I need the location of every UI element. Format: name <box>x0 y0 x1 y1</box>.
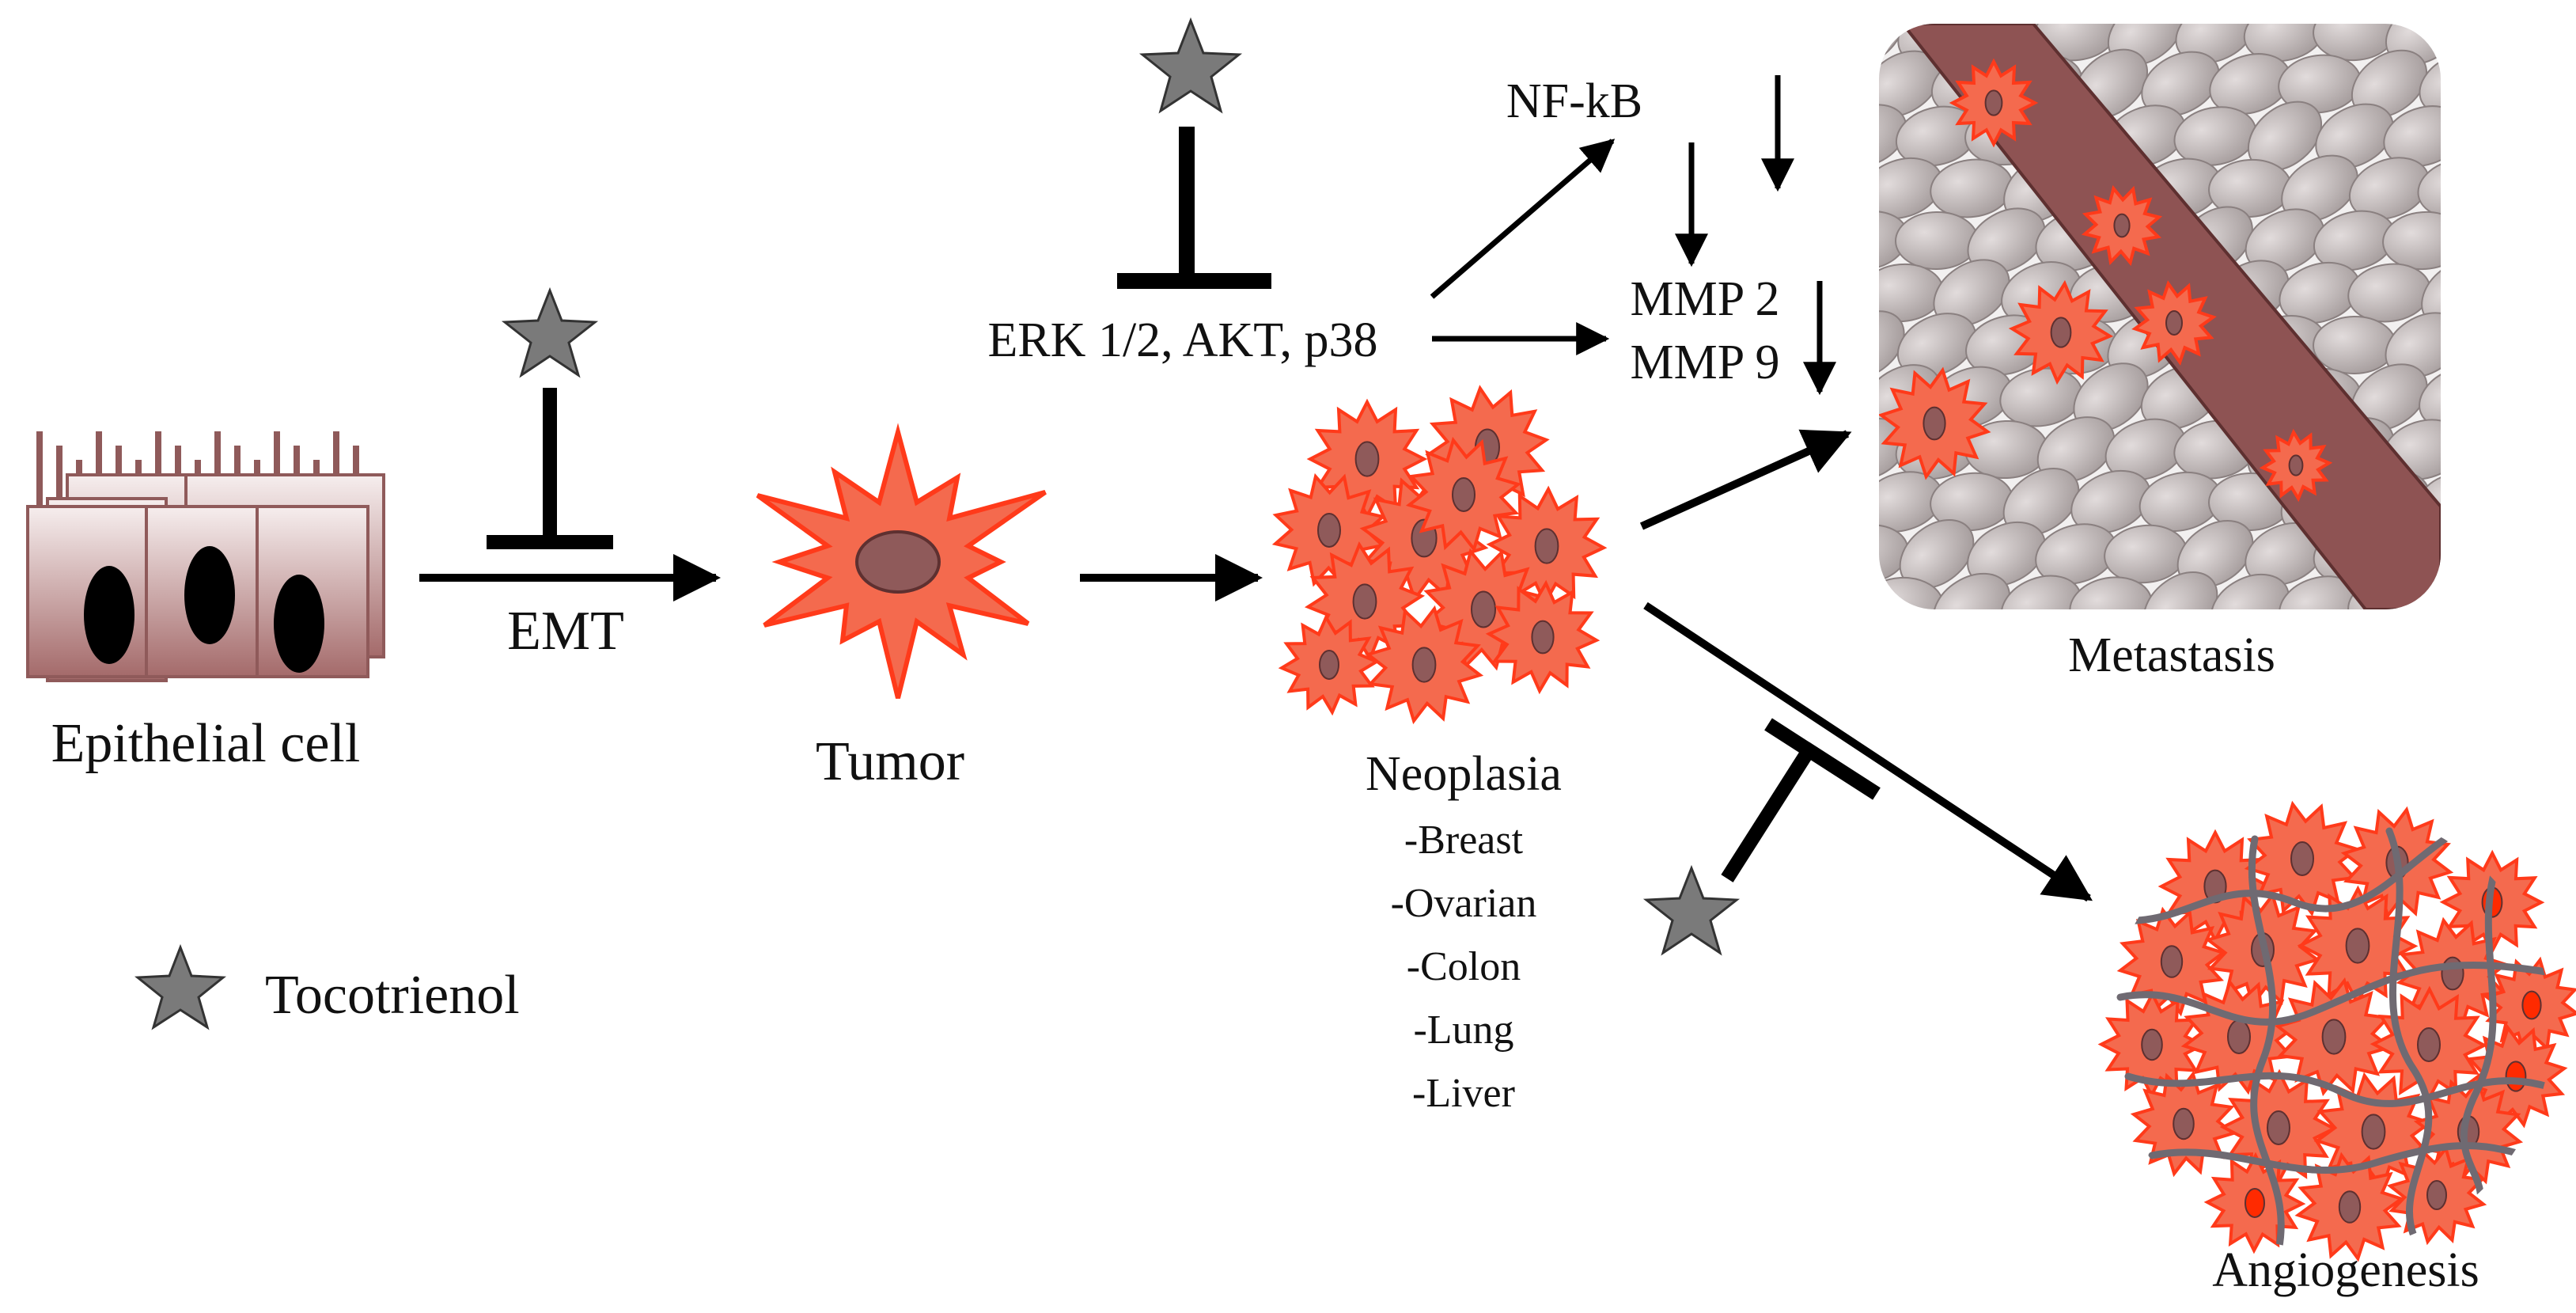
cancer-type-item: -Ovarian <box>1391 881 1537 926</box>
signalling-arrows <box>1430 75 1836 396</box>
tumor-cell <box>1278 613 1381 716</box>
nfkb-label: NF-kB <box>1506 74 1642 128</box>
emt-label: EMT <box>507 601 624 662</box>
tumor-cell <box>2116 906 2227 1017</box>
epithelial-cell-label: Epithelial cell <box>51 713 361 774</box>
legend-label: Tocotrienol <box>265 965 520 1026</box>
tocotrienol-star-icon <box>1138 17 1243 114</box>
angiogenesis-graphic <box>2097 800 2576 1262</box>
angiogenesis-label: Angiogenesis <box>2212 1243 2479 1297</box>
neoplasia-to-angiogenesis-arrow <box>1643 601 2093 902</box>
tumor-cell <box>2274 977 2394 1097</box>
tocotrienol-star-icon <box>1642 864 1741 956</box>
erk-inhibitor <box>1117 127 1271 289</box>
cancer-type-item: -Liver <box>1412 1071 1515 1116</box>
tumor-cell <box>1949 58 2039 148</box>
metastasis-graphic <box>1879 24 2441 609</box>
legend: Tocotrienol <box>134 943 520 1030</box>
tumor-cell-icon <box>756 423 1047 699</box>
tumor-cell <box>2297 885 2419 1007</box>
tumor-cell <box>1405 436 1522 553</box>
tumor-cell <box>2244 800 2361 917</box>
metastasis-label: Metastasis <box>2068 628 2275 682</box>
tumor-cell <box>2294 1152 2405 1262</box>
erk-akt-p38-label: ERK 1/2, AKT, p38 <box>987 313 1377 367</box>
tumor-cell <box>2081 184 2163 267</box>
tumor-cell <box>2259 428 2333 503</box>
cancer-type-item: -Breast <box>1404 818 1524 863</box>
tumor-cell <box>1485 579 1601 695</box>
tocotrienol-star-icon <box>501 287 599 378</box>
tumor-cell <box>2008 279 2114 385</box>
mmp9-label: MMP 9 <box>1631 336 1780 389</box>
cancer-type-list: -Breast -Ovarian -Colon -Lung -Liver <box>1391 818 1537 1116</box>
tumor-cell <box>2131 280 2217 366</box>
emt-inhibitor <box>487 388 613 549</box>
neoplasia-cell-cluster <box>1271 385 1608 725</box>
tocotrienol-star-icon <box>134 943 227 1030</box>
cancer-type-item: -Lung <box>1413 1008 1513 1053</box>
tumor-cell <box>1364 605 1484 725</box>
erk-to-nfkb-arrow <box>1430 139 1616 299</box>
tumor-cell <box>2130 1070 2237 1178</box>
cancer-type-item: -Colon <box>1407 944 1521 989</box>
tumor-cell <box>1879 366 1991 480</box>
neoplasia-label: Neoplasia <box>1366 747 1562 801</box>
angiogenesis-inhibitor <box>1721 718 1881 882</box>
neoplasia-to-metastasis-arrow <box>1639 429 1852 530</box>
epithelial-cell-graphic <box>26 431 385 682</box>
tumor-label: Tumor <box>816 731 964 792</box>
mmp2-label: MMP 2 <box>1631 272 1780 326</box>
